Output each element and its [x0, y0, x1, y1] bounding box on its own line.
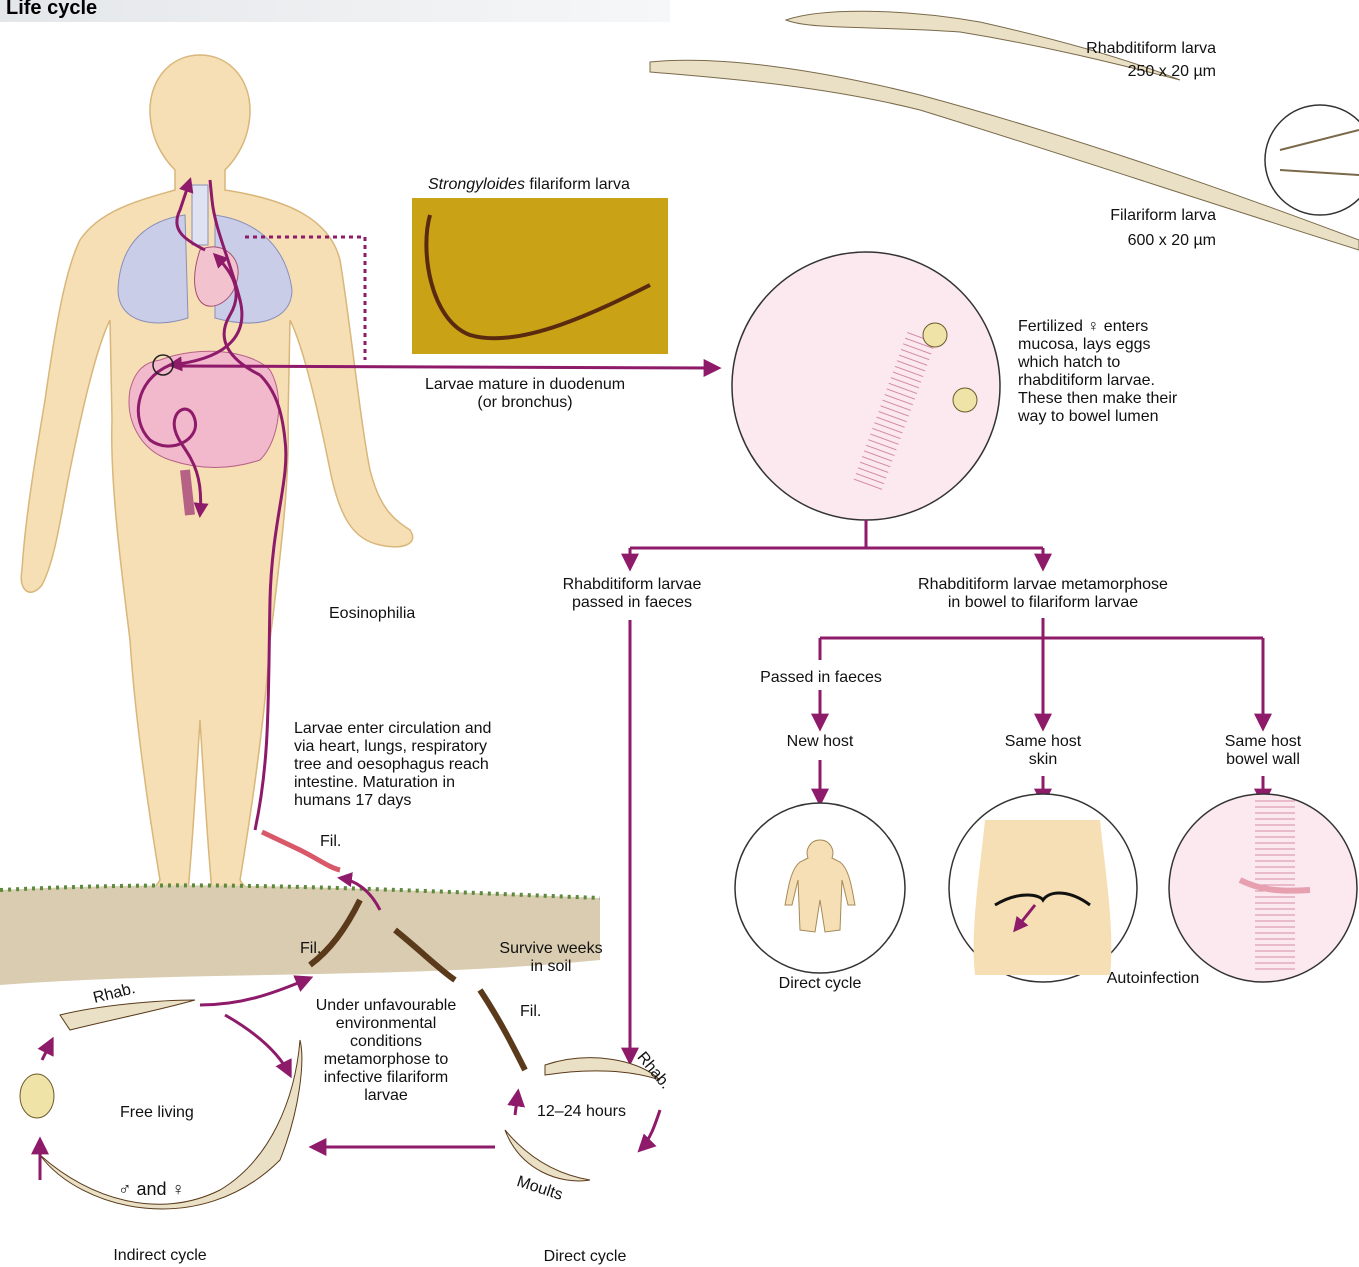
label-autoinfection: Autoinfection [1083, 970, 1223, 988]
photo-caption: Strongyloides filariform larva [428, 176, 630, 194]
label-circulation: Larvae enter circulation and via heart, … [294, 720, 534, 810]
photo-caption-rest: filariform larva [525, 176, 630, 193]
label-indirect-cycle: Indirect cycle [90, 1247, 230, 1265]
label-fil-top: Fil. [320, 833, 341, 851]
filariform-larva-illustration [650, 60, 1359, 250]
label-sexes: ♂ and ♀ [118, 1180, 185, 1198]
label-hours: 12–24 hours [537, 1103, 626, 1121]
filariform-name: Filariform larva [1070, 207, 1216, 225]
label-mature: Larvae mature in duodenum (or bronchus) [400, 376, 650, 412]
label-mucosa: Fertilized ♀ enters mucosa, lays eggs wh… [1018, 318, 1208, 426]
photo-caption-species: Strongyloides [428, 176, 525, 193]
same-host-bowel-circle [1169, 794, 1357, 982]
mucosa-circle [732, 252, 1000, 520]
label-direct-cycle-bottom: Direct cycle [520, 1248, 650, 1266]
rhabditiform-size: 250 x 20 µm [1070, 63, 1216, 81]
label-free-living: Free living [120, 1104, 194, 1122]
same-host-skin-circle [949, 794, 1137, 982]
new-host-circle [735, 803, 905, 973]
label-same-host-skin: Same host skin [983, 733, 1103, 769]
label-fil-right: Fil. [520, 1003, 541, 1021]
label-unfavourable: Under unfavourable environmental conditi… [296, 997, 476, 1105]
rhabditiform-name: Rhabditiform larva [1070, 40, 1216, 58]
label-passed-faeces: Passed in faeces [740, 669, 902, 687]
arrow-to-mucosa [175, 366, 718, 368]
label-rhab-passed: Rhabditiform larvae passed in faeces [532, 576, 732, 612]
filariform-photo [412, 198, 668, 354]
label-same-host-bowel: Same host bowel wall [1203, 733, 1323, 769]
label-fil-mid: Fil. [300, 940, 321, 958]
label-direct-cycle-right: Direct cycle [755, 975, 885, 993]
label-survive: Survive weeks in soil [486, 940, 616, 976]
label-metamorphose: Rhabditiform larvae metamorphose in bowe… [893, 576, 1193, 612]
label-new-host: New host [760, 733, 880, 751]
label-eosinophilia: Eosinophilia [329, 605, 415, 623]
filariform-size: 600 x 20 µm [1070, 232, 1216, 250]
